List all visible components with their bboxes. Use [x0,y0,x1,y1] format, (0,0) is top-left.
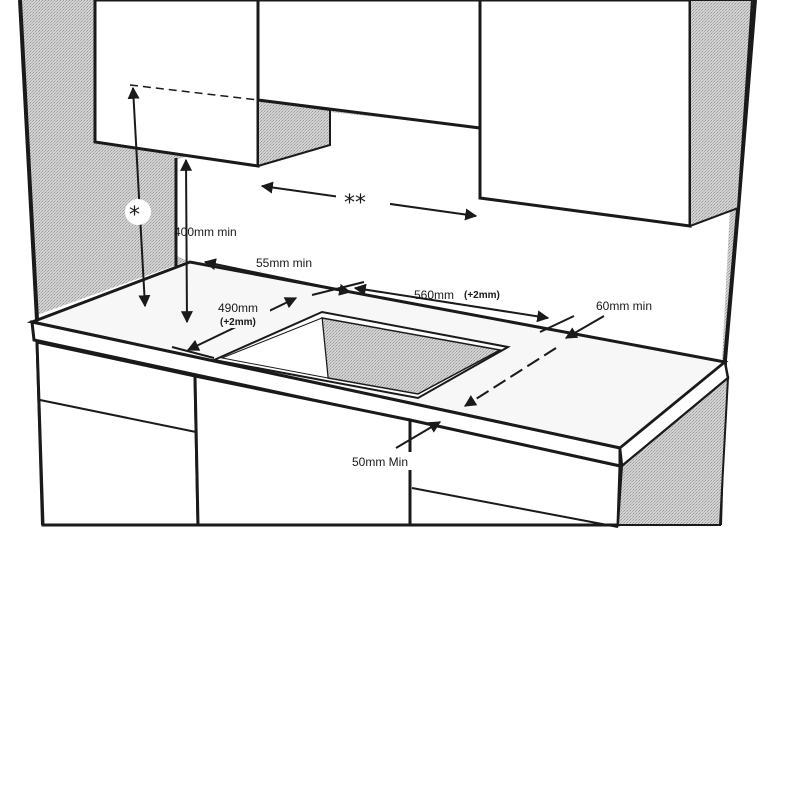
dim-50-line-lower [395,421,442,449]
dim-star-line [127,86,151,308]
label-double-star: ** [344,191,366,216]
lower-cabinet-right-side [616,375,730,526]
lower-cabinet-right-drawer [411,487,619,528]
label-560mm-tolerance: (+2mm) [464,290,500,301]
lower-cabinet-left-drawer [39,399,197,433]
label-490mm: 490mm [218,301,258,315]
dim-star-badge [125,199,151,225]
dim-50-line-upper [463,347,557,407]
dim-400-vertical [180,158,193,324]
dim-490-gap [214,298,270,328]
dim-490-tick [171,346,215,359]
label-60mm-min: 60mm min [596,299,652,313]
label-400mm-min: 400mm min [174,225,237,239]
dim-560-line [353,283,550,323]
dim-560-tick-right [539,315,575,333]
wall-plain-area [175,112,730,360]
dim-60-line [564,315,605,339]
left-upper-cabinet [93,0,260,168]
label-single-star: * [129,203,140,228]
dim-55-line [203,258,352,296]
label-55mm-min: 55mm min [256,256,312,270]
right-upper-cabinet [478,0,692,228]
label-50mm-min: 50mm Min [352,455,408,469]
label-490mm-tolerance: (+2mm) [220,317,256,328]
label-560mm: 560mm [414,288,454,302]
dim-50-gap [350,452,416,470]
dashed-projection [129,84,259,101]
right-upper-cabinet-side [689,0,754,228]
dim-double-star-gap [336,186,390,212]
dim-560-tick-left [311,281,365,296]
